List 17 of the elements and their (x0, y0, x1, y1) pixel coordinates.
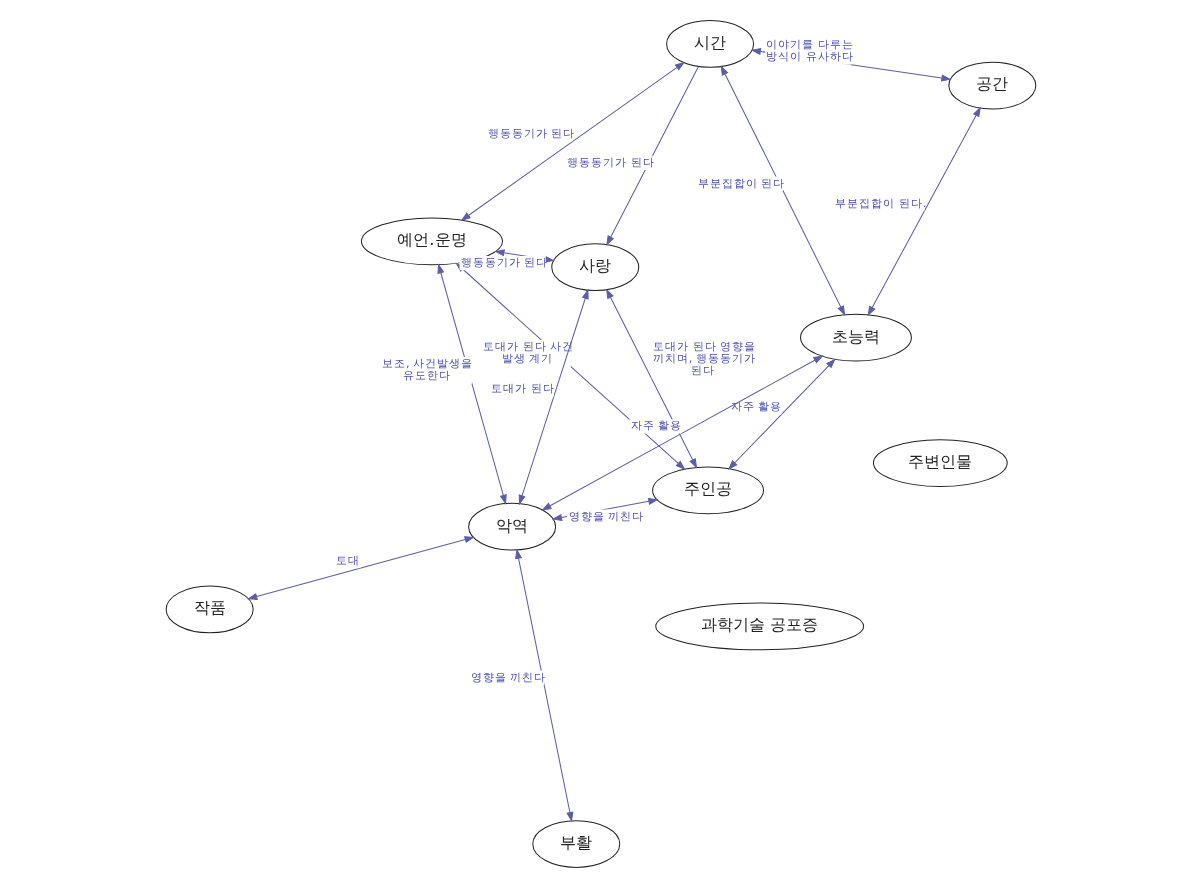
arrow (866, 106, 980, 317)
node-ellipse: 주변인물 (871, 439, 1007, 487)
node-ellipse: 작품 (164, 585, 253, 634)
arrow (605, 66, 698, 246)
node-ellipse: 과학기술 공포증 (654, 602, 864, 651)
arrow (719, 65, 845, 316)
node-ellipse: 공간 (947, 61, 1036, 110)
arrow (605, 288, 697, 469)
arrow (514, 548, 573, 823)
node-ellipse: 사랑 (550, 243, 639, 292)
arrow (459, 61, 685, 222)
node-ellipse: 부활 (531, 820, 620, 868)
arrow (246, 536, 474, 600)
arrow (540, 355, 823, 511)
node-ellipse: 시간 (665, 20, 754, 68)
arrow (517, 288, 588, 506)
node-ellipse: 주인공 (651, 466, 763, 515)
